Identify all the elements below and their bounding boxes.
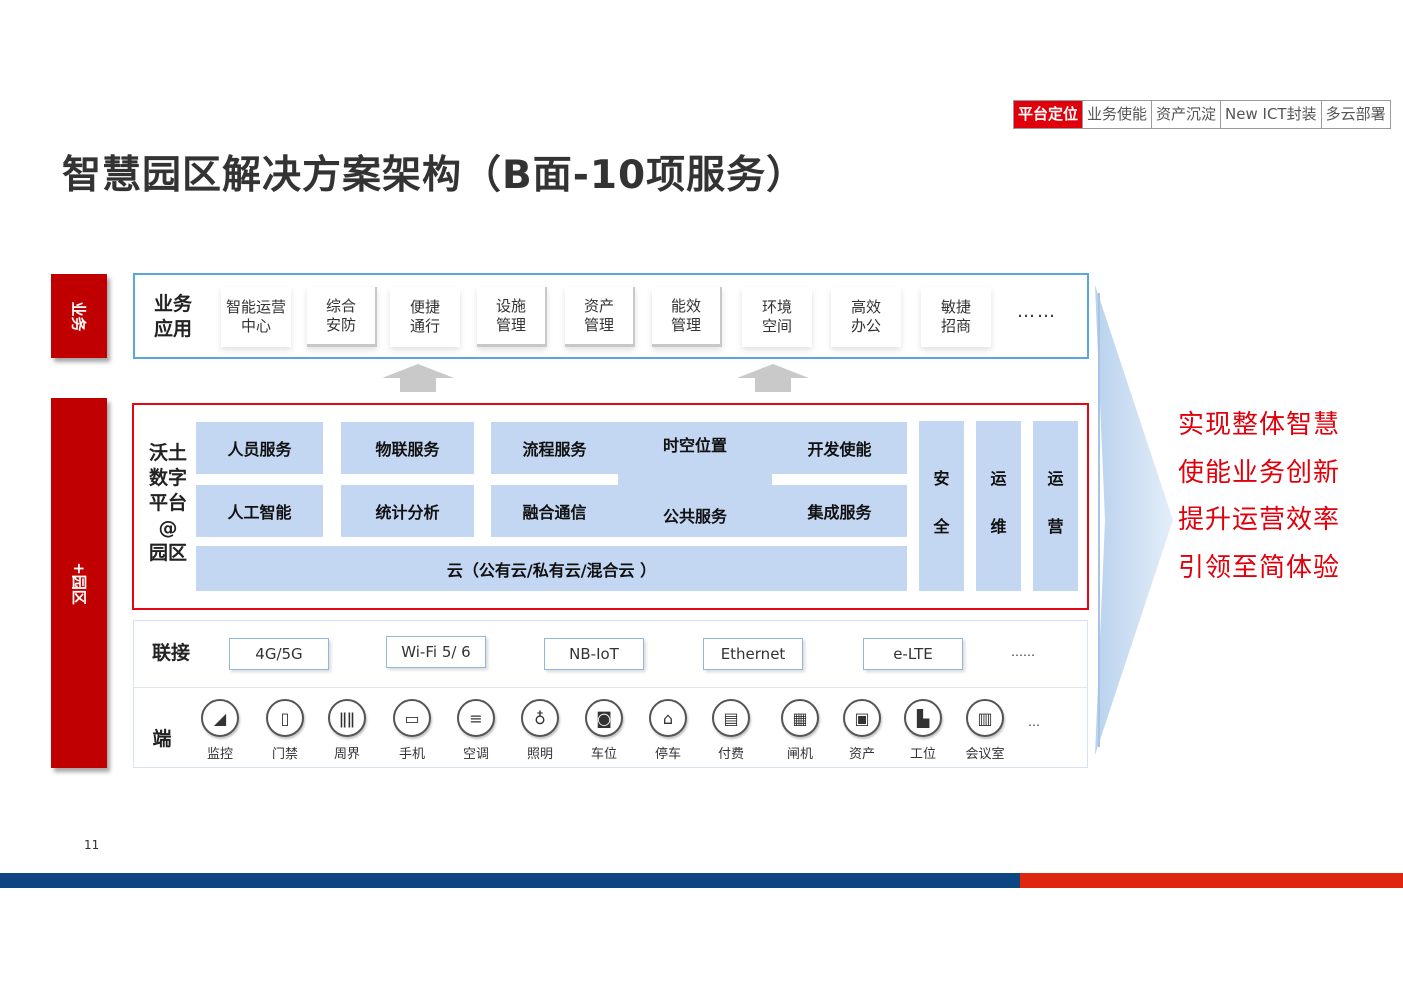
endpoint-device-label: 车位 bbox=[590, 747, 617, 762]
service-people: 人员服务 bbox=[196, 422, 323, 474]
service-iot: 物联服务 bbox=[341, 422, 474, 474]
endpoint-device-label: 周界 bbox=[333, 747, 360, 762]
tab-business-enablement[interactable]: 业务使能 bbox=[1082, 101, 1151, 128]
endpoint-device: ▥ 会议室 bbox=[955, 699, 1015, 762]
gate-icon: ▦ bbox=[781, 699, 819, 737]
protocol-4g5g: 4G/5G bbox=[229, 638, 329, 670]
endpoint-device-label: 会议室 bbox=[965, 747, 1005, 762]
biz-item-environment-space: 环境 空间 bbox=[742, 287, 812, 347]
service-integration: 集成服务 bbox=[772, 485, 907, 537]
tab-asset-precipitation[interactable]: 资产沉淀 bbox=[1151, 101, 1220, 128]
workstation-icon: ▙ bbox=[904, 699, 942, 737]
lightbulb-icon: ♁ bbox=[521, 699, 559, 737]
biz-item-asset-management: 资产 管理 bbox=[565, 287, 635, 347]
endpoint-device: ◙ 车位 bbox=[574, 699, 634, 762]
endpoint-device: ♁ 照明 bbox=[510, 699, 570, 762]
endpoint-device: ◢ 监控 bbox=[190, 699, 250, 762]
endpoint-heading: 端 bbox=[152, 728, 172, 750]
endpoint-device-label: 工位 bbox=[909, 747, 936, 762]
up-arrow-icon bbox=[382, 364, 454, 392]
camera-icon: ◢ bbox=[201, 699, 239, 737]
air-conditioner-icon: ≡ bbox=[457, 699, 495, 737]
business-more-ellipsis: …… bbox=[1017, 301, 1057, 322]
parking-icon: ⌂ bbox=[649, 699, 687, 737]
biz-item-integrated-security: 综合 安防 bbox=[307, 287, 377, 347]
endpoint-device-label: 监控 bbox=[206, 747, 233, 762]
service-public: 公共服务 bbox=[618, 493, 772, 537]
section-nav: 平台定位 业务使能 资产沉淀 New ICT封装 多云部署 bbox=[1013, 100, 1391, 129]
endpoint-device-label: 手机 bbox=[398, 747, 425, 762]
business-application-layer: 业务 应用 智能运营 中心 综合 安防 便捷 通行 设施 管理 资产 管理 能效… bbox=[133, 273, 1089, 359]
biz-item-intelligent-operation-center: 智能运营 中心 bbox=[221, 287, 291, 347]
goal-item: 使能业务创新 bbox=[1178, 457, 1341, 488]
phone-icon: ▭ bbox=[393, 699, 431, 737]
biz-item-efficient-office: 高效 办公 bbox=[831, 287, 901, 347]
door-icon: ▯ bbox=[266, 699, 304, 737]
endpoint-device: ≡ 空调 bbox=[446, 699, 506, 762]
business-layer-heading: 业务 应用 bbox=[153, 293, 192, 340]
vertical-operation: 运 营 bbox=[1033, 421, 1078, 591]
tab-new-ict-packaging[interactable]: New ICT封装 bbox=[1220, 101, 1321, 128]
endpoint-device-label: 付费 bbox=[717, 747, 744, 762]
process-service-bridge bbox=[618, 463, 772, 496]
connectivity-endpoint-layer: 联接 4G/5G Wi-Fi 5/ 6 NB-IoT Ethernet e-LT… bbox=[133, 620, 1088, 768]
payment-icon: ▤ bbox=[712, 699, 750, 737]
goals-list: 实现整体智慧 使能业务创新 提升运营效率 引领至简体验 bbox=[1178, 402, 1340, 592]
fence-icon: ǁǁ bbox=[328, 699, 366, 737]
side-label-business: 业务 bbox=[51, 274, 107, 358]
meeting-room-icon: ▥ bbox=[966, 699, 1004, 737]
service-dev-enablement: 开发使能 bbox=[772, 422, 907, 474]
endpoint-device: ▦ 闸机 bbox=[770, 699, 830, 762]
goal-item: 提升运营效率 bbox=[1178, 505, 1341, 535]
asset-icon: ▣ bbox=[843, 699, 881, 737]
endpoint-device: ▯ 门禁 bbox=[255, 699, 315, 762]
up-arrow-icon bbox=[737, 364, 809, 392]
tab-platform-positioning[interactable]: 平台定位 bbox=[1014, 101, 1083, 128]
connectivity-heading: 联接 bbox=[151, 642, 190, 664]
service-process: 流程服务 bbox=[491, 422, 618, 474]
service-spatiotemporal: 时空位置 bbox=[618, 422, 772, 466]
endpoint-device-label: 停车 bbox=[654, 747, 681, 762]
footer-bar-red bbox=[1020, 873, 1403, 888]
connectivity-more-ellipsis: …… bbox=[1011, 645, 1035, 659]
endpoint-device: ▙ 工位 bbox=[893, 699, 953, 762]
biz-item-facility-management: 设施 管理 bbox=[477, 287, 547, 347]
protocol-ethernet: Ethernet bbox=[703, 638, 803, 670]
goal-item: 实现整体智慧 bbox=[1178, 410, 1341, 440]
side-label-campus: +园区 bbox=[51, 398, 107, 768]
endpoint-device-label: 闸机 bbox=[786, 747, 813, 762]
service-converged-comm: 融合通信 bbox=[491, 485, 618, 537]
endpoint-device-label: 照明 bbox=[526, 747, 553, 762]
endpoint-device: ▣ 资产 bbox=[832, 699, 892, 762]
endpoint-more-ellipsis: … bbox=[1028, 715, 1040, 729]
biz-item-agile-investment: 敏捷 招商 bbox=[921, 287, 991, 347]
page-title: 智慧园区解决方案架构（B面-10项服务） bbox=[62, 153, 807, 198]
layer-divider bbox=[134, 687, 1087, 688]
endpoint-device-label: 空调 bbox=[462, 747, 489, 762]
biz-item-energy-management: 能效 管理 bbox=[652, 287, 722, 347]
endpoint-device: ⌂ 停车 bbox=[638, 699, 698, 762]
biz-item-convenient-access: 便捷 通行 bbox=[390, 287, 460, 347]
endpoint-device: ▤ 付费 bbox=[701, 699, 761, 762]
protocol-wifi: Wi-Fi 5/ 6 bbox=[386, 636, 486, 668]
service-ai: 人工智能 bbox=[196, 485, 323, 537]
endpoint-device-label: 资产 bbox=[848, 747, 875, 762]
big-right-arrow-icon bbox=[1095, 285, 1173, 755]
digital-platform-layer: 沃土 数字 平台 @ 园区 人员服务 物联服务 流程服务 时空位置 开发使能 人… bbox=[132, 403, 1089, 610]
page-number: 11 bbox=[84, 838, 100, 852]
endpoint-device-label: 门禁 bbox=[271, 747, 298, 762]
platform-heading: 沃土 数字 平台 @ 园区 bbox=[148, 442, 187, 564]
protocol-elte: e-LTE bbox=[863, 638, 963, 670]
goal-item: 引领至简体验 bbox=[1178, 552, 1341, 583]
cloud-layer: 云（公有云/私有云/混合云 ） bbox=[196, 546, 907, 591]
tab-multi-cloud-deployment[interactable]: 多云部署 bbox=[1320, 101, 1390, 128]
footer-bar-blue bbox=[0, 873, 1020, 888]
service-statistics: 统计分析 bbox=[341, 485, 474, 537]
vertical-security: 安 全 bbox=[919, 421, 964, 591]
vertical-maintenance: 运 维 bbox=[976, 421, 1021, 591]
endpoint-device: ǁǁ 周界 bbox=[317, 699, 377, 762]
protocol-nbiot: NB-IoT bbox=[544, 638, 644, 670]
endpoint-device: ▭ 手机 bbox=[382, 699, 442, 762]
car-icon: ◙ bbox=[585, 699, 623, 737]
